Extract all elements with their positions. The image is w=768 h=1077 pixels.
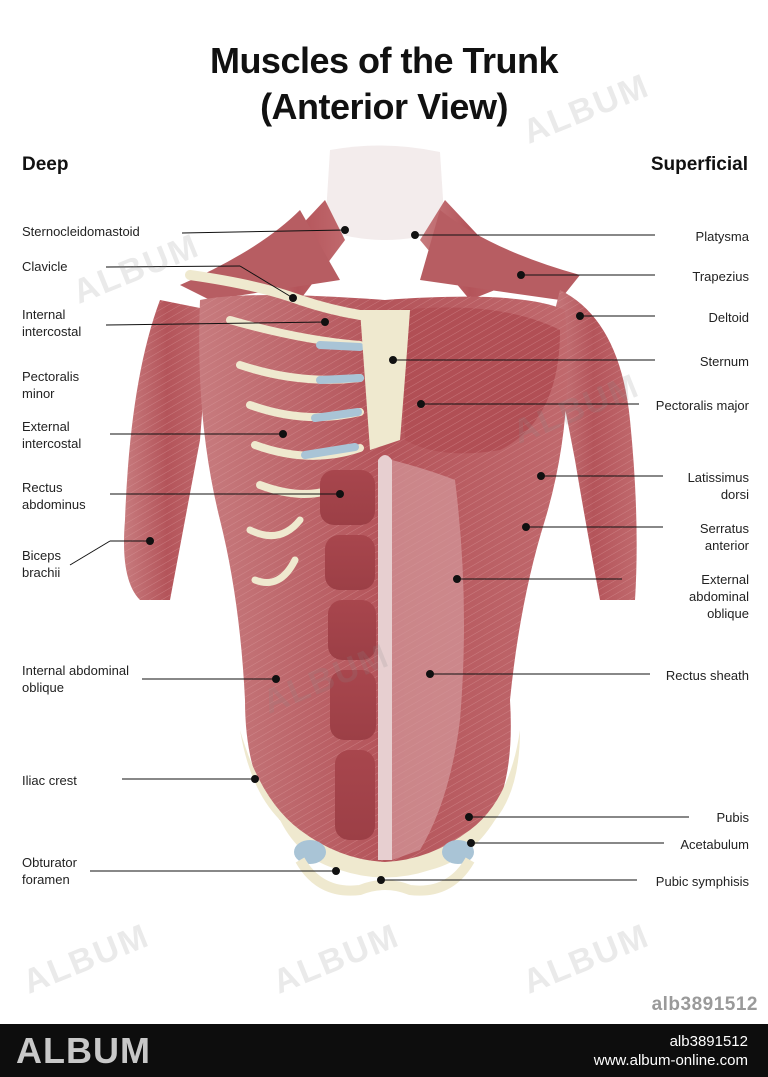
- footer-image-id: alb3891512: [669, 1033, 748, 1050]
- label-iliac-crest: Iliac crest: [22, 773, 77, 788]
- column-heading-superficial: Superficial: [650, 154, 748, 175]
- label-rectus-sheath: Rectus sheath: [665, 668, 749, 683]
- footer-bar: ALBUM alb3891512 www.album-online.com: [0, 1024, 768, 1077]
- label-acetabulum: Acetabulum: [680, 837, 749, 852]
- label-pubis: Pubis: [716, 810, 749, 825]
- label-deltoid: Deltoid: [708, 310, 749, 325]
- leader-lines-left: [69, 226, 349, 875]
- neck: [325, 145, 445, 240]
- label-pectoralis-major: Pectoralis major: [655, 398, 749, 413]
- label-trapezius: Trapezius: [692, 269, 749, 284]
- diagram-title: Muscles of the Trunk (Anterior View): [0, 38, 768, 130]
- title-line-1: Muscles of the Trunk: [209, 40, 559, 81]
- column-heading-deep: Deep: [22, 154, 69, 175]
- label-platysma: Platysma: [695, 229, 749, 244]
- trunk-illustration: [69, 145, 689, 896]
- rectus-abdominis: [320, 470, 376, 840]
- label-pubic-symphisis: Pubic symphisis: [655, 874, 749, 889]
- rectus-sheath-shape: [378, 455, 392, 860]
- image-code: alb3891512: [651, 994, 758, 1015]
- title-line-2: (Anterior View): [260, 86, 508, 127]
- sternum-bone: [360, 310, 410, 450]
- label-sternum: Sternum: [699, 354, 749, 369]
- leader-lines-right: [377, 231, 689, 884]
- label-clavicle: Clavicle: [22, 259, 68, 274]
- label-sternocleidomastoid: Sternocleidomastoid: [22, 224, 140, 239]
- album-logo[interactable]: ALBUM: [16, 1030, 151, 1071]
- footer-url-link[interactable]: www.album-online.com: [593, 1052, 748, 1069]
